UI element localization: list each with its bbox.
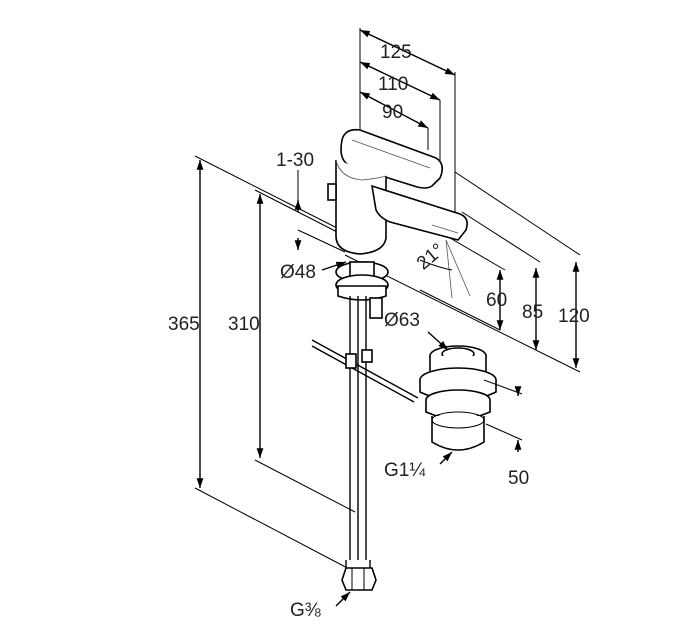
dim-line-90	[359, 91, 429, 129]
lever-handle	[340, 128, 444, 189]
label-waste-diameter: Ø63	[384, 310, 420, 331]
label-waste-thread: G1¼	[384, 460, 426, 481]
label-waste-height: 50	[508, 468, 529, 489]
label-85: 85	[522, 302, 543, 323]
mounting-assembly	[311, 261, 419, 591]
label-365: 365	[168, 314, 200, 335]
label-110: 110	[378, 74, 408, 95]
label-body-diameter: Ø48	[280, 262, 316, 283]
label-90: 90	[382, 102, 403, 123]
body-cylinder	[335, 160, 387, 255]
faucet-body	[327, 128, 471, 299]
spout	[370, 184, 468, 241]
label-angle: 21°	[413, 240, 449, 275]
label-hose-thread: G⅜	[290, 600, 321, 621]
label-310: 310	[228, 314, 260, 335]
popup-waste	[419, 331, 523, 465]
popup-knob	[327, 183, 337, 201]
label-125: 125	[380, 42, 412, 63]
top-dimension-lines	[359, 28, 456, 230]
label-countertop: 1-30	[276, 150, 314, 171]
left-dimension-lines	[194, 155, 356, 573]
label-120: 120	[558, 306, 590, 327]
hose-nut	[341, 567, 377, 591]
label-60: 60	[486, 290, 507, 311]
